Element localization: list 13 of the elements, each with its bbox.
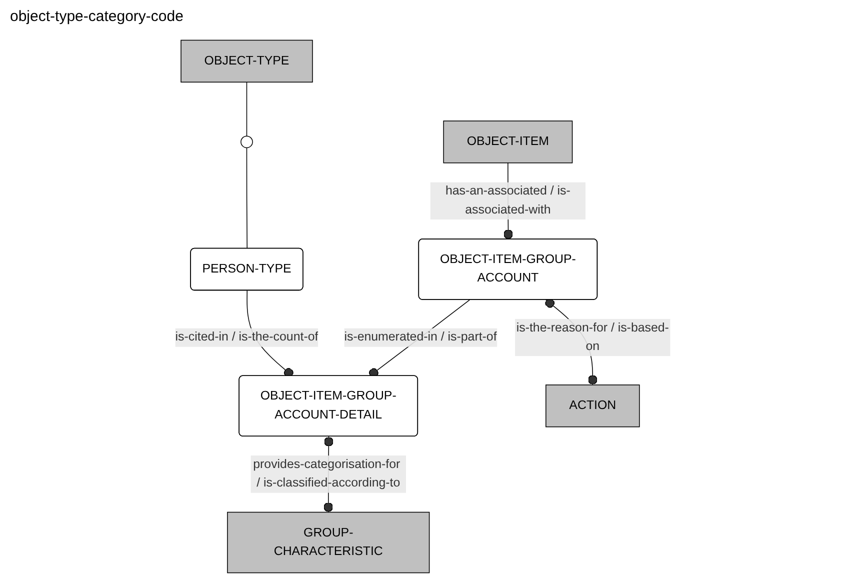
edge-label: provides-categorisation-for / is-classified-according-to: [253, 458, 400, 490]
edge-label: is-cited-in / is-the-count-of: [175, 330, 318, 344]
node-box: OBJECT-ITEM: [443, 120, 573, 164]
connector: [246, 147, 248, 250]
edge-label: is-the-reason-for / is-based-on: [516, 321, 670, 354]
edge-label: has-an-associated / is-associated-with: [446, 184, 571, 216]
node-box: ACTION: [546, 384, 640, 428]
node-circle: [240, 136, 254, 148]
node-box: GROUP-CHARACTERISTIC: [227, 512, 430, 574]
edge-label: is-enumerated-in / is-part-of: [344, 330, 497, 344]
connector: [246, 82, 248, 136]
node-box: OBJECT-TYPE: [180, 40, 314, 83]
attribute-label: object-type-category-code: [10, 8, 184, 25]
